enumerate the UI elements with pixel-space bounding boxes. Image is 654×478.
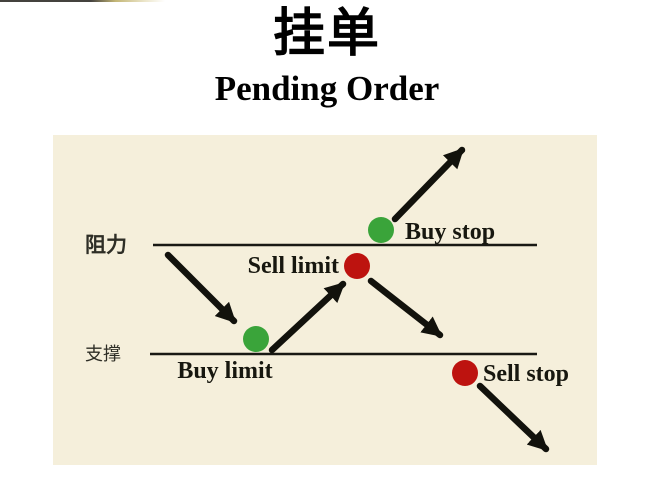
support-label: 支撑	[85, 344, 121, 364]
price-arrow-up-to-resistance	[268, 280, 347, 354]
price-arrow-down-to-support	[164, 251, 238, 325]
sell-stop-marker	[452, 360, 478, 386]
price-arrow-breakout-up	[391, 146, 466, 223]
resistance-label: 阻力	[85, 234, 127, 257]
sell-stop-label: Sell stop	[483, 361, 569, 387]
price-arrow-breakdown	[476, 382, 550, 453]
buy-limit-label: Buy limit	[177, 358, 272, 384]
diagram-panel: 阻力 支撑 Buy stop Sell limit Buy limit Sell…	[53, 135, 597, 465]
buy-limit-marker	[243, 326, 269, 352]
screen-edge-artifact	[0, 0, 165, 2]
page-title-english: Pending Order	[214, 69, 440, 108]
price-arrow-down-from-resistance	[367, 277, 444, 339]
pending-order-diagram: 阻力 支撑 Buy stop Sell limit Buy limit Sell…	[85, 146, 569, 453]
buy-stop-label: Buy stop	[405, 219, 495, 245]
sell-limit-label: Sell limit	[248, 253, 339, 279]
page-title-chinese: 挂单	[272, 5, 381, 63]
buy-stop-marker	[368, 217, 394, 243]
sell-limit-marker	[344, 253, 370, 279]
